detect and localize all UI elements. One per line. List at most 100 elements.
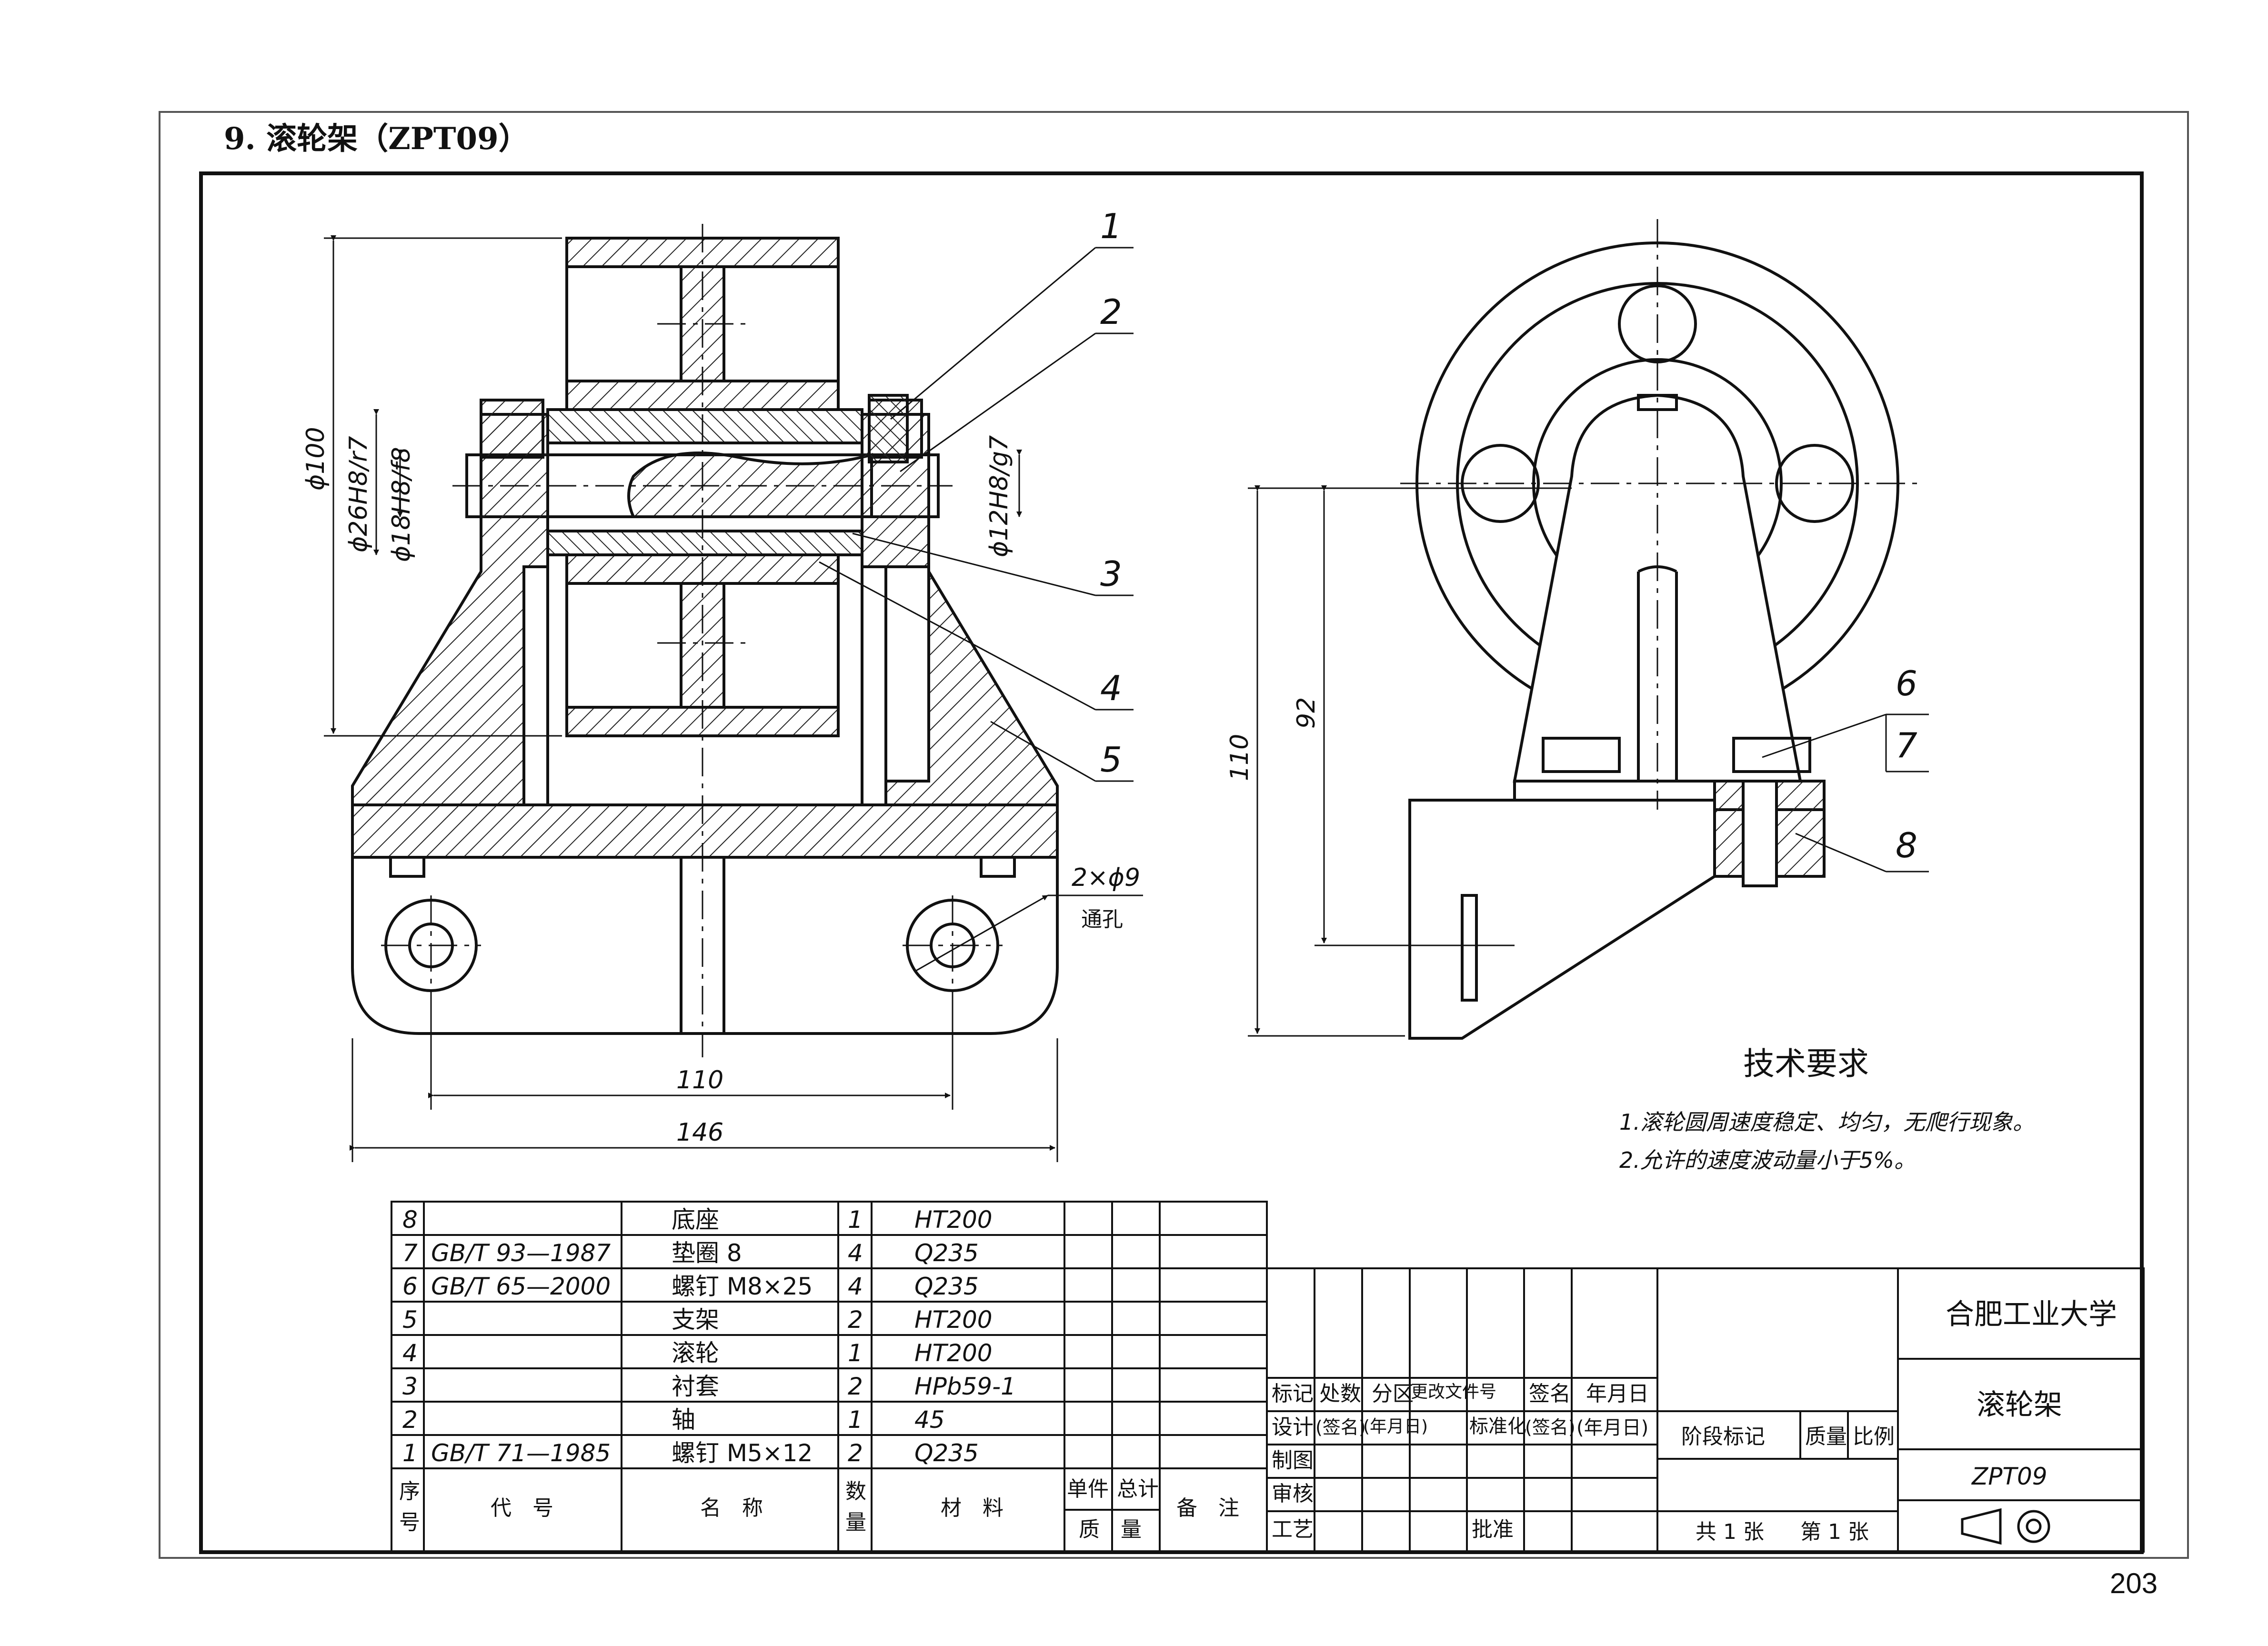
title-block-grid xyxy=(1266,1267,2145,1553)
callout-5: 5 xyxy=(1100,740,1122,780)
side-view xyxy=(1408,241,1899,1040)
bushing-lower xyxy=(546,530,863,556)
row-name: 螺钉 M8×25 xyxy=(672,1273,813,1300)
row-no: 4 xyxy=(402,1339,418,1367)
page-number: 203 xyxy=(2110,1567,2158,1599)
row-material: Q235 xyxy=(914,1239,979,1267)
parts-table-grid xyxy=(391,1201,1268,1553)
dim-h92: 92 xyxy=(1292,697,1321,729)
dim-d18: ϕ18H8/f8 xyxy=(387,447,416,562)
header-unit: 单件 xyxy=(1067,1477,1109,1501)
tb-standard-date: (年月日) xyxy=(1576,1417,1649,1439)
row-name: 支架 xyxy=(672,1306,719,1334)
school-name: 合肥工业大学 xyxy=(1946,1298,2117,1331)
center-lines xyxy=(381,224,1003,1057)
front-dim-text: ϕ100 ϕ26H8/r7 ϕ18H8/f8 ϕ12H8/g7 110 146 … xyxy=(301,206,1140,1147)
header-no-b: 号 xyxy=(399,1510,420,1535)
callout-2: 2 xyxy=(1100,292,1122,332)
row-no: 3 xyxy=(402,1373,418,1400)
callout-4: 4 xyxy=(1100,668,1122,708)
row-name: 螺钉 M5×12 xyxy=(672,1439,813,1467)
row-material: HPb59-1 xyxy=(914,1373,1016,1400)
dim-w110: 110 xyxy=(676,1066,723,1094)
header-total: 总计 xyxy=(1117,1477,1159,1501)
tb-design-sign: (签名) xyxy=(1315,1417,1366,1438)
callout-7: 7 xyxy=(1896,725,1917,765)
bushing-upper xyxy=(546,408,863,444)
row-qty: 2 xyxy=(848,1439,863,1467)
dim-holes: 2×ϕ9 xyxy=(1072,863,1140,892)
row-qty: 4 xyxy=(848,1239,863,1267)
front-view xyxy=(351,237,1059,1035)
tb-mark: 标记 xyxy=(1272,1382,1314,1406)
row-material: HT200 xyxy=(914,1339,993,1367)
callout-3: 3 xyxy=(1100,554,1122,594)
tb-standard-sign: (签名) xyxy=(1525,1417,1576,1438)
drawing-no: ZPT09 xyxy=(1972,1463,2047,1490)
row-name: 垫圈 8 xyxy=(672,1239,742,1267)
tb-design-date: (年月日) xyxy=(1363,1417,1428,1436)
tech-req-line-1: 1.滚轮圆周速度稳定、均匀，无爬行现象。 xyxy=(1619,1109,2035,1135)
row-no: 7 xyxy=(402,1239,418,1267)
tb-standard: 标准化 xyxy=(1469,1415,1526,1437)
row-qty: 1 xyxy=(848,1339,863,1367)
header-material: 材 料 xyxy=(941,1496,1004,1520)
row-material: Q235 xyxy=(914,1439,979,1467)
tb-approve: 批准 xyxy=(1472,1517,1514,1542)
callout-1: 1 xyxy=(1100,206,1122,246)
shaft-section xyxy=(627,452,873,518)
row-qty: 2 xyxy=(848,1373,863,1400)
header-no-a: 序 xyxy=(399,1479,420,1504)
dim-w146: 146 xyxy=(676,1118,723,1147)
row-code: GB/T 93—1987 xyxy=(431,1239,611,1267)
tb-sign: 签名 xyxy=(1529,1382,1571,1406)
tb-sheet-no: 第 1 张 xyxy=(1800,1520,1869,1544)
row-material: HT200 xyxy=(914,1206,993,1234)
sheet-title: 9. 滚轮架（ZPT09） xyxy=(224,121,529,157)
row-material: Q235 xyxy=(914,1273,979,1300)
header-remark: 备 注 xyxy=(1176,1496,1239,1520)
dim-d12: ϕ12H8/g7 xyxy=(985,435,1014,557)
dim-holes-note: 通孔 xyxy=(1081,907,1123,932)
callout-6: 6 xyxy=(1896,663,1917,703)
row-name: 底座 xyxy=(672,1206,719,1234)
tb-stage: 阶段标记 xyxy=(1681,1425,1765,1449)
callout-8: 8 xyxy=(1896,825,1917,865)
tb-sheets-total: 共 1 张 xyxy=(1696,1520,1764,1544)
row-material: 45 xyxy=(914,1406,945,1434)
side-dimensions xyxy=(1248,485,1929,1037)
tb-zone: 分区 xyxy=(1372,1382,1414,1406)
page-frame xyxy=(159,111,2189,1559)
dim-h110: 110 xyxy=(1225,734,1254,781)
row-qty: 1 xyxy=(848,1406,863,1434)
header-name: 名 称 xyxy=(700,1496,763,1520)
drawing-name: 滚轮架 xyxy=(1977,1388,2062,1422)
row-code: GB/T 65—2000 xyxy=(431,1273,611,1300)
row-no: 6 xyxy=(402,1273,418,1300)
header-qty-b: 量 xyxy=(845,1510,866,1535)
row-qty: 4 xyxy=(848,1273,863,1300)
row-material: HT200 xyxy=(914,1306,993,1334)
screw-6-right xyxy=(1732,737,1811,773)
row-name: 衬套 xyxy=(672,1373,719,1400)
base-plate xyxy=(351,803,1059,859)
row-no: 1 xyxy=(402,1439,418,1467)
front-dimensions xyxy=(324,235,1143,1162)
dim-d100: ϕ100 xyxy=(301,427,330,491)
row-no: 8 xyxy=(402,1206,418,1234)
header-code: 代 号 xyxy=(491,1496,553,1520)
tb-design: 设计 xyxy=(1272,1415,1314,1439)
row-no: 5 xyxy=(402,1306,418,1334)
tb-process: 工艺 xyxy=(1272,1517,1314,1542)
dim-d26: ϕ26H8/r7 xyxy=(344,436,373,552)
base-side xyxy=(1408,799,1716,1040)
base-body xyxy=(351,856,1059,1035)
header-qty-a: 数 xyxy=(845,1479,866,1504)
tb-check: 审核 xyxy=(1272,1482,1314,1506)
row-no: 2 xyxy=(402,1406,418,1434)
row-qty: 2 xyxy=(848,1306,863,1334)
tb-scale: 比例 xyxy=(1853,1425,1895,1449)
row-name: 轴 xyxy=(672,1406,695,1434)
projection-symbol-icon xyxy=(1961,1508,2050,1545)
